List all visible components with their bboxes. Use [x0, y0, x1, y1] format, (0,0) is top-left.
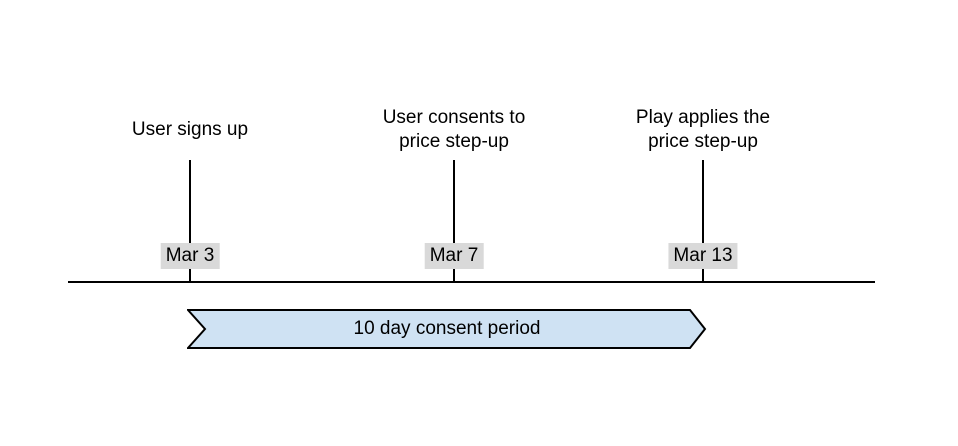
event-title: User signs up	[131, 119, 249, 140]
chevron-banner-shape	[187, 309, 707, 349]
timeline-axis	[68, 281, 875, 283]
event-title: User consents to price step-up	[382, 107, 526, 152]
event-tick-line	[702, 160, 704, 282]
consent-period-label: 10 day consent period	[353, 318, 541, 339]
event-title: Play applies the price step-up	[635, 107, 771, 152]
event-date-badge: Mar 3	[160, 243, 220, 269]
event-tick-line	[453, 160, 455, 282]
event-date-badge: Mar 13	[668, 243, 738, 269]
consent-period-banner: 10 day consent period	[187, 309, 707, 349]
event-date-badge: Mar 7	[424, 243, 484, 269]
event-tick-line	[189, 160, 191, 282]
chevron-arrow-icon	[187, 309, 707, 349]
